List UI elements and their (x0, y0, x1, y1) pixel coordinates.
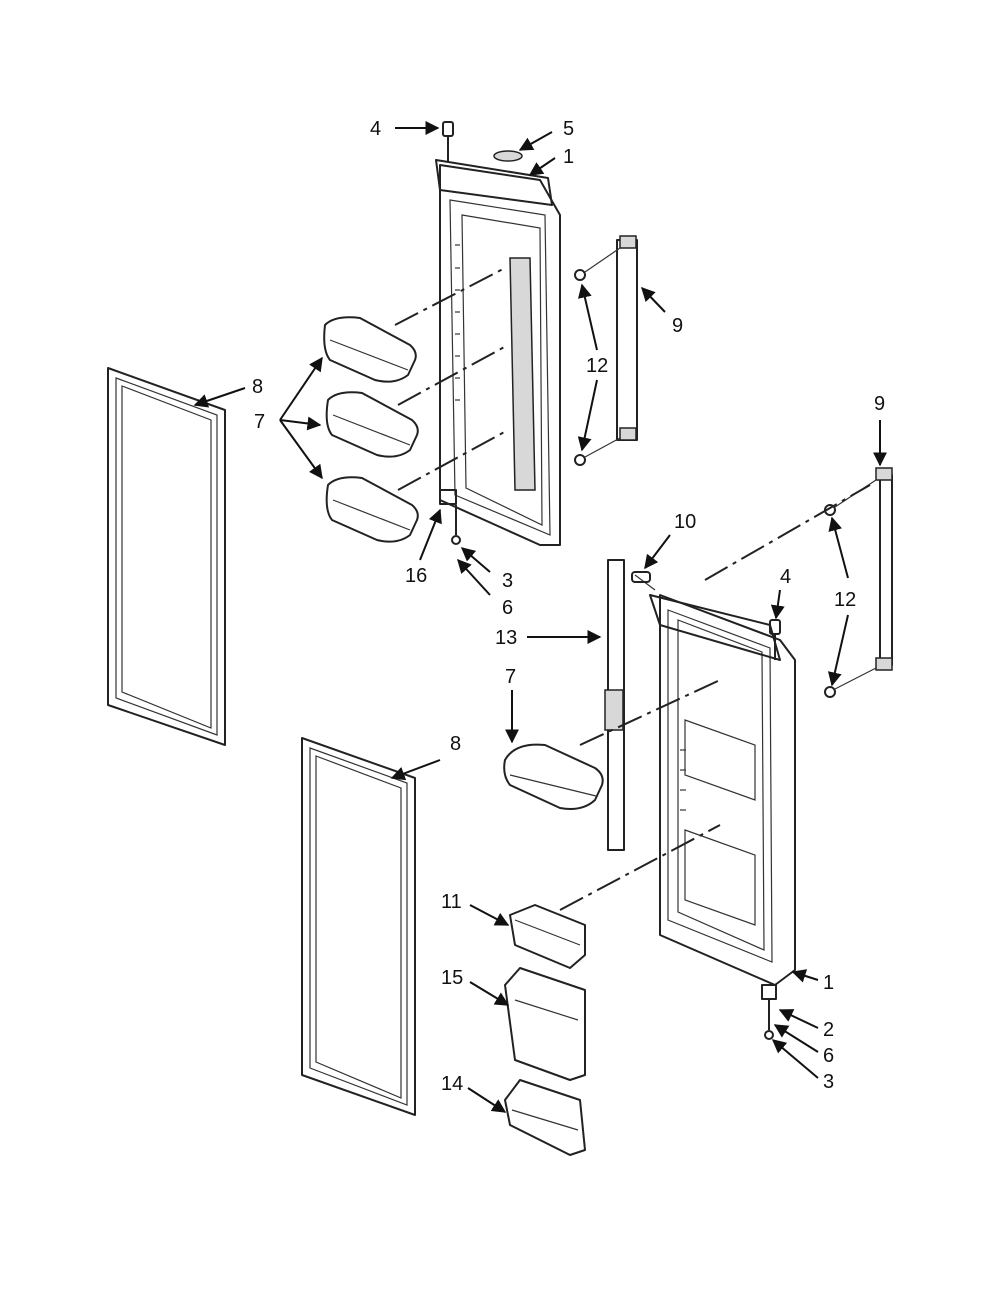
callout-8-left: 8 (252, 376, 263, 398)
callout-1-top: 1 (563, 146, 574, 168)
callout-6-bottom: 6 (823, 1045, 834, 1067)
callout-9-right: 9 (874, 393, 885, 415)
callout-7-right: 7 (505, 666, 516, 688)
left-door-bin-upper (323, 316, 417, 383)
callout-6-top: 6 (502, 597, 513, 619)
callout-13: 13 (495, 627, 517, 649)
callout-4-top: 4 (370, 118, 381, 140)
bin-11 (509, 904, 586, 969)
right-door-handle (824, 467, 893, 698)
bin-15 (504, 967, 586, 1081)
callout-15: 15 (441, 967, 463, 989)
right-bottom-hinge (761, 984, 777, 1040)
right-top-hinge-pin (769, 619, 781, 660)
top-hinge-pin (442, 121, 454, 162)
left-door (435, 159, 561, 546)
callout-12-left: 12 (586, 355, 608, 377)
left-door-bin-lower (325, 476, 419, 543)
left-door-shelf-studs (455, 244, 460, 401)
left-door-handle (574, 235, 638, 466)
right-door (649, 594, 796, 986)
callout-5: 5 (563, 118, 574, 140)
left-door-bin-middle (325, 391, 419, 458)
callout-11: 11 (441, 891, 462, 913)
right-door-gasket (301, 737, 416, 1116)
leader-lines (193, 121, 887, 1113)
callout-3-bottom: 3 (823, 1071, 834, 1093)
callout-14: 14 (441, 1073, 463, 1095)
callout-10: 10 (674, 511, 696, 533)
callout-8-right: 8 (450, 733, 461, 755)
right-door-bin (503, 743, 604, 810)
callout-9-left: 9 (672, 315, 683, 337)
callout-16: 16 (405, 565, 427, 587)
screw-10 (631, 571, 651, 583)
left-door-gasket (107, 367, 226, 746)
hinge-washer (493, 150, 523, 162)
callout-3-top: 3 (502, 570, 513, 592)
left-bottom-hinge (439, 489, 461, 545)
callout-12-right: 12 (834, 589, 856, 611)
callout-2: 2 (823, 1019, 834, 1041)
callout-1-bottom: 1 (823, 972, 834, 994)
right-door-shelf-studs (680, 749, 686, 811)
bin-14 (504, 1079, 586, 1156)
dispenser-bar (604, 559, 656, 851)
callout-7-left: 7 (254, 411, 265, 433)
callout-4-right: 4 (780, 566, 791, 588)
